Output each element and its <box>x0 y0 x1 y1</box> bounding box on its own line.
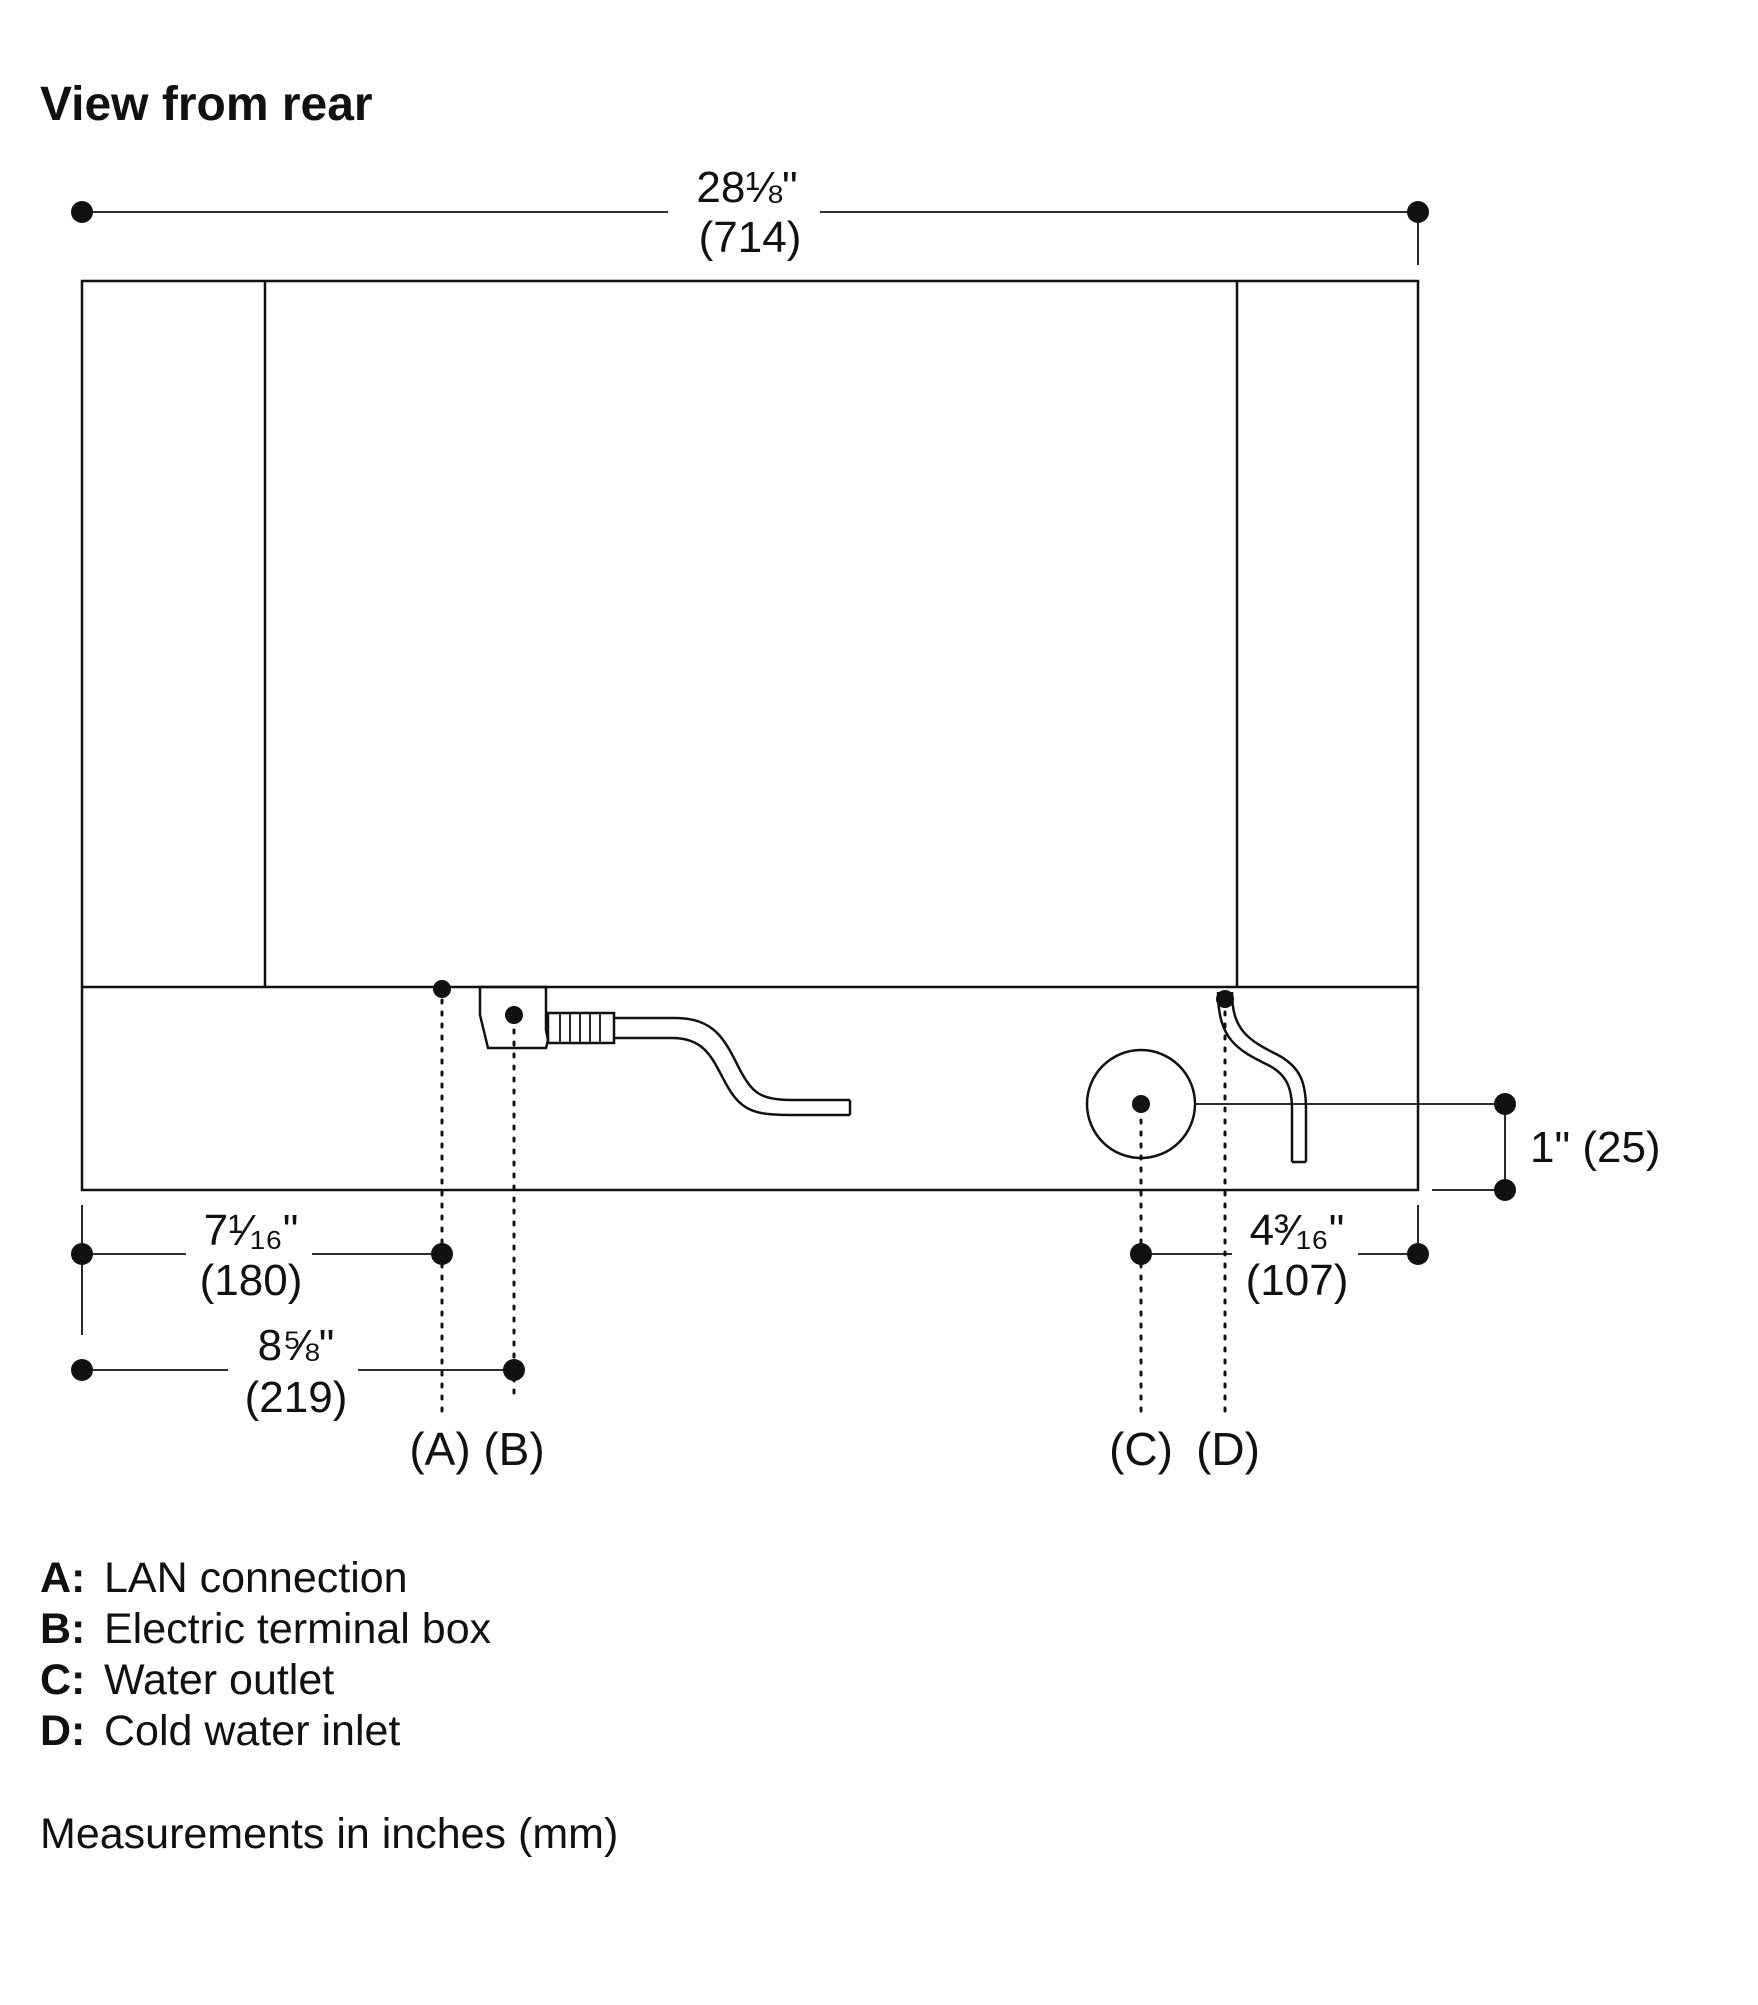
appliance-outline <box>80 279 1420 1192</box>
legend-label: Electric terminal box <box>104 1605 492 1653</box>
b-distance-inches-label: 8⅝" <box>258 1321 335 1370</box>
width-mm-label: (714) <box>699 213 802 262</box>
dimension-dot <box>71 201 93 223</box>
legend: A: LAN connection B: Electric terminal b… <box>40 1554 492 1755</box>
d-distance-inches-label: 4³⁄₁₆" <box>1250 1206 1345 1255</box>
c-height-dimension: 1" (25) <box>1195 1093 1661 1201</box>
d-distance-mm-label: (107) <box>1246 1256 1349 1305</box>
legend-label: LAN connection <box>104 1554 408 1602</box>
cold-water-inlet <box>1216 990 1308 1417</box>
units-note: Measurements in inches (mm) <box>40 1810 618 1858</box>
marker-c: (C) <box>1109 1423 1173 1475</box>
marker-b: (B) <box>483 1423 544 1475</box>
water-inlet-hose <box>1216 991 1294 1162</box>
appliance-body <box>80 279 1420 1192</box>
legend-key: A: <box>40 1554 85 1602</box>
b-distance-mm-label: (219) <box>245 1373 348 1422</box>
b-distance-dimension: 8⅝" (219) <box>71 1321 525 1422</box>
dimension-dot <box>1407 201 1429 223</box>
legend-key: B: <box>40 1605 85 1653</box>
legend-label: Cold water inlet <box>104 1707 400 1755</box>
width-inches-label: 28⅛" <box>696 163 797 212</box>
water-outlet <box>1085 1048 1197 1417</box>
legend-label: Water outlet <box>104 1656 334 1704</box>
a-distance-mm-label: (180) <box>200 1256 303 1305</box>
lan-connection-marker <box>433 980 451 1417</box>
power-cable <box>614 1016 850 1102</box>
page-title: View from rear <box>40 78 373 131</box>
a-distance-dimension: 7¹⁄₁₆" (180) <box>71 1205 453 1335</box>
width-dimension: 28⅛" (714) <box>71 163 1429 265</box>
legend-key: D: <box>40 1707 85 1755</box>
marker-a: (A) <box>409 1423 470 1475</box>
c-height-label: 1" (25) <box>1530 1123 1661 1172</box>
legend-key: C: <box>40 1656 85 1704</box>
marker-d: (D) <box>1196 1423 1260 1475</box>
cable-strain-relief <box>546 1011 616 1045</box>
a-distance-inches-label: 7¹⁄₁₆" <box>204 1206 299 1255</box>
d-distance-dimension: 4³⁄₁₆" (107) <box>1130 1205 1429 1305</box>
electric-terminal-box <box>478 985 852 1397</box>
